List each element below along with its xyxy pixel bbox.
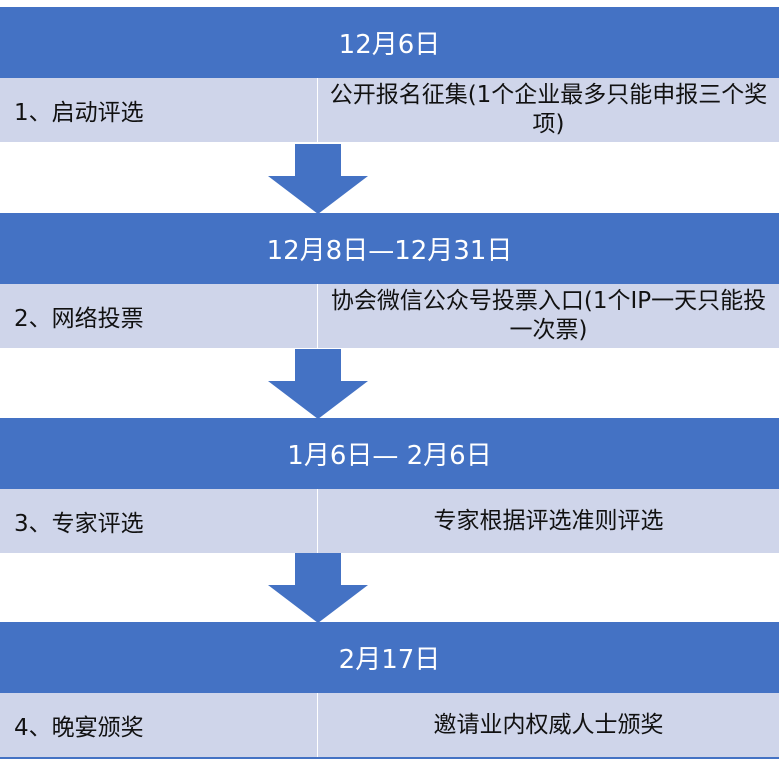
- stage-2-date: 12月8日—12月31日: [266, 236, 513, 266]
- stage-4-desc: 邀请业内权威人士颁奖: [433, 711, 664, 738]
- stage-3-date: 1月6日— 2月6日: [287, 441, 492, 471]
- stage-2-row: 2、网络投票 协会微信公众号投票入口(1个IP一天只能投一次票): [0, 284, 779, 349]
- stage-3-row: 3、专家评选 专家根据评选准则评选: [0, 489, 779, 554]
- stage-1-date-bar: 12月6日: [0, 7, 779, 78]
- stage-4-date: 2月17日: [338, 645, 441, 675]
- stage-1-desc: 公开报名征集(1个企业最多只能申报三个奖项): [329, 82, 768, 137]
- stage-4-date-bar: 2月17日: [0, 622, 779, 693]
- stage-4-row: 4、晚宴颁奖 邀请业内权威人士颁奖: [0, 693, 779, 759]
- arrow-down-2-icon: [268, 349, 368, 419]
- stage-3-step: 3、专家评选: [0, 489, 318, 553]
- stage-4-step: 4、晚宴颁奖: [0, 693, 318, 757]
- arrow-down-3-icon: [268, 553, 368, 623]
- arrow-down-1-icon: [268, 144, 368, 214]
- stage-2-desc: 协会微信公众号投票入口(1个IP一天只能投一次票): [330, 288, 767, 343]
- stage-2-step: 2、网络投票: [0, 284, 318, 348]
- stage-1-step: 1、启动评选: [0, 78, 318, 142]
- stage-1-date: 12月6日: [338, 30, 441, 60]
- stage-3-date-bar: 1月6日— 2月6日: [0, 418, 779, 489]
- stage-1-row: 1、启动评选 公开报名征集(1个企业最多只能申报三个奖项): [0, 78, 779, 143]
- stage-2-date-bar: 12月8日—12月31日: [0, 213, 779, 284]
- stage-3-desc: 专家根据评选准则评选: [433, 507, 664, 534]
